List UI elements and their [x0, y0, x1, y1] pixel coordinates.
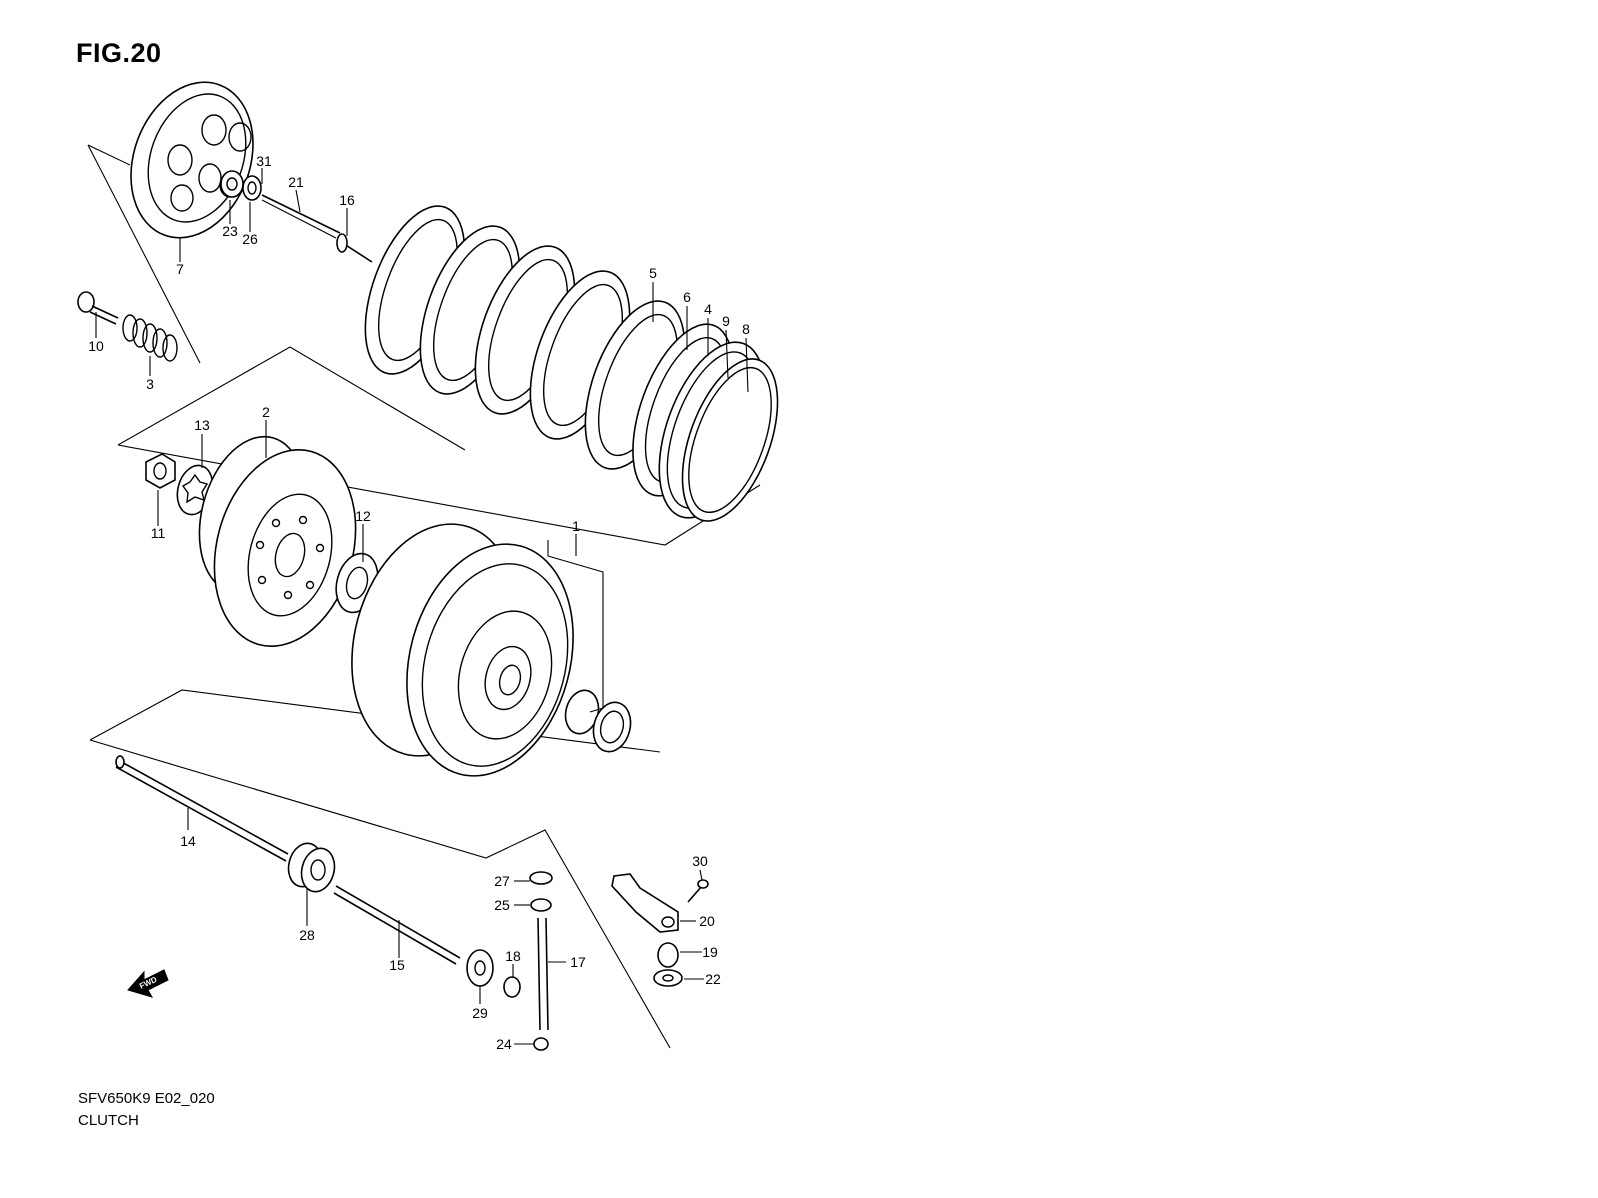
callout-6: 6	[683, 289, 691, 305]
callout-23: 23	[222, 223, 238, 239]
callout-14: 14	[180, 833, 196, 849]
oil-seal-29	[466, 949, 494, 987]
washer-26	[242, 175, 262, 201]
callout-21: 21	[288, 174, 304, 190]
callout-2: 2	[262, 404, 270, 420]
callout-numbers: 31 21 16 23 26 7 10 3 5 6 4 9 8 13 2 11 …	[88, 153, 750, 1052]
callout-29: 29	[472, 1005, 488, 1021]
spring-19	[657, 942, 679, 968]
callout-7: 7	[176, 261, 184, 277]
callout-20: 20	[699, 913, 715, 929]
washer-22	[653, 969, 683, 987]
callout-12: 12	[355, 508, 371, 524]
push-rod-21	[261, 194, 341, 239]
callout-15: 15	[389, 957, 405, 973]
callout-27: 27	[494, 873, 510, 889]
callout-10: 10	[88, 338, 104, 354]
callout-24: 24	[496, 1036, 512, 1052]
callout-28: 28	[299, 927, 315, 943]
push-piece-16	[336, 233, 373, 263]
release-shaft-17	[537, 917, 549, 1031]
callout-8: 8	[742, 321, 750, 337]
callout-16: 16	[339, 192, 355, 208]
callout-13: 13	[194, 417, 210, 433]
callout-25: 25	[494, 897, 510, 913]
callout-5: 5	[649, 265, 657, 281]
callout-22: 22	[705, 971, 721, 987]
callout-leaders	[95, 168, 749, 1045]
push-rod-15	[333, 885, 461, 965]
pressure-plate	[130, 81, 254, 239]
clutch-sleeve-hub-2	[198, 435, 357, 647]
fwd-arrow: FWD	[127, 969, 169, 998]
release-arm-20	[611, 873, 679, 933]
callout-4: 4	[704, 301, 712, 317]
push-rod-14	[115, 755, 289, 862]
footer-section-name: CLUTCH	[78, 1112, 139, 1129]
callout-17: 17	[570, 954, 586, 970]
clutch-plate-stack	[364, 205, 779, 522]
bolt-30	[687, 879, 709, 903]
primary-driven-gear-assembly-1	[351, 523, 574, 777]
callout-19: 19	[702, 944, 718, 960]
figure-title: FIG.20	[76, 38, 162, 68]
callout-9: 9	[722, 313, 730, 329]
callout-18: 18	[505, 948, 521, 964]
callout-3: 3	[146, 376, 154, 392]
oil-seal-28	[287, 842, 336, 893]
callout-31: 31	[256, 153, 272, 169]
callout-30: 30	[692, 853, 708, 869]
bolt-10	[77, 291, 119, 325]
callout-1: 1	[572, 518, 580, 534]
pin-18	[503, 976, 521, 998]
callout-26: 26	[242, 231, 258, 247]
footer-model-code: SFV650K9 E02_020	[78, 1090, 215, 1107]
nut-11	[145, 453, 176, 489]
bearings-27-25-24	[529, 871, 553, 1051]
callout-11: 11	[151, 525, 166, 541]
bearing-23	[220, 170, 244, 198]
spring-3	[122, 314, 178, 362]
spacer-sleeve	[564, 689, 632, 753]
